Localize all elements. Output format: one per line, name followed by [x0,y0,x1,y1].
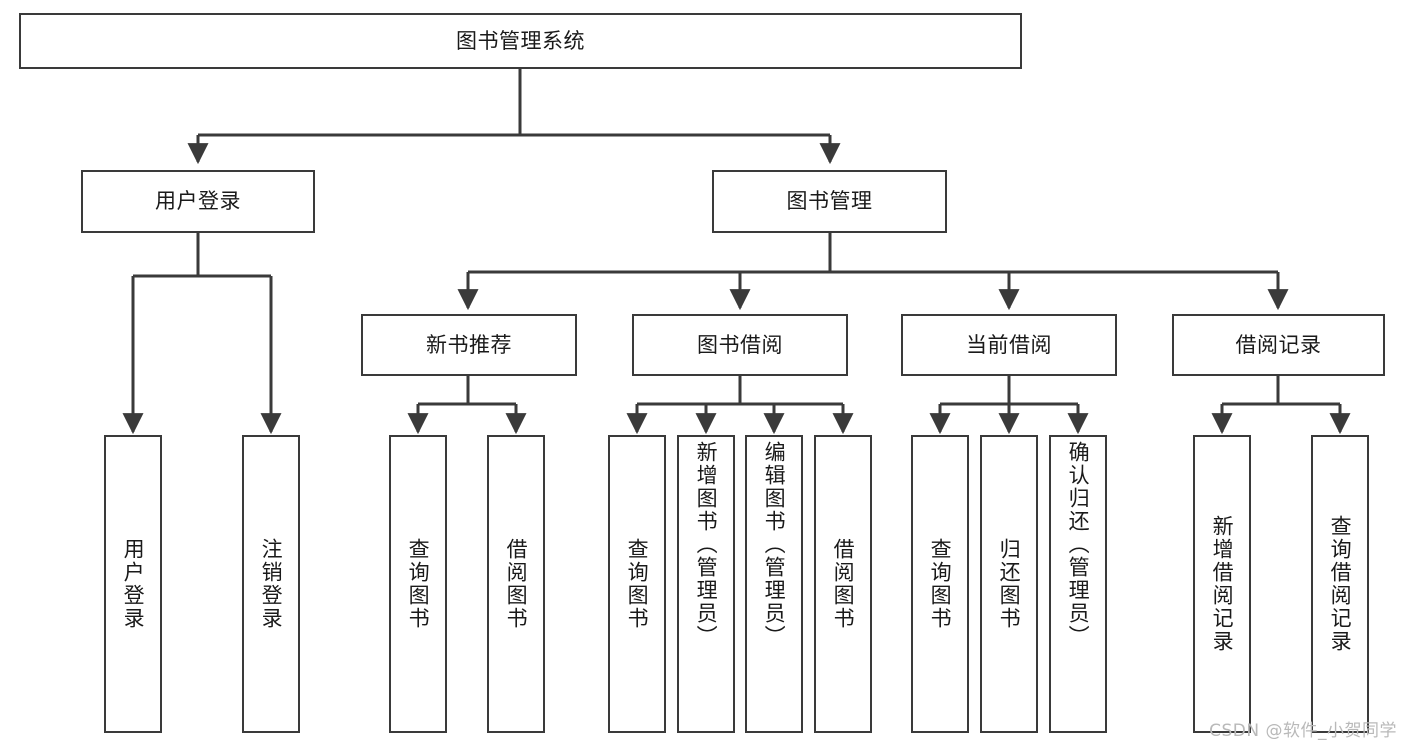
leaf-current-confirm-label: 确认归还（管理员） [1066,441,1091,648]
leaf-newbook-query-label: 查询图书 [406,538,431,630]
leaf-borrow-lend[interactable]: 借阅图书 [814,435,872,733]
node-root[interactable]: 图书管理系统 [19,13,1022,69]
leaf-records-add-label: 新增借阅记录 [1210,515,1235,653]
node-root-label: 图书管理系统 [456,28,585,53]
leaf-login-logout[interactable]: 注销登录 [242,435,300,733]
leaf-borrow-add[interactable]: 新增图书（管理员） [677,435,735,733]
watermark-text: CSDN @软件_小贺同学 [1209,721,1397,741]
leaf-borrow-edit[interactable]: 编辑图书（管理员） [745,435,803,733]
leaf-login-user-label: 用户登录 [121,538,146,630]
node-book-borrow[interactable]: 图书借阅 [632,314,848,376]
leaf-current-query-label: 查询图书 [928,538,953,630]
node-new-book-recommend[interactable]: 新书推荐 [361,314,577,376]
leaf-borrow-query-label: 查询图书 [625,538,650,630]
node-user-login[interactable]: 用户登录 [81,170,315,233]
leaf-newbook-query[interactable]: 查询图书 [389,435,447,733]
node-book-borrow-label: 图书借阅 [697,332,783,357]
node-new-book-recommend-label: 新书推荐 [426,332,512,357]
node-book-management[interactable]: 图书管理 [712,170,947,233]
leaf-records-add[interactable]: 新增借阅记录 [1193,435,1251,733]
leaf-login-logout-label: 注销登录 [259,538,284,630]
leaf-newbook-borrow[interactable]: 借阅图书 [487,435,545,733]
node-book-management-label: 图书管理 [786,189,873,214]
leaf-current-return[interactable]: 归还图书 [980,435,1038,733]
leaf-borrow-lend-label: 借阅图书 [831,538,856,630]
leaf-borrow-edit-label: 编辑图书（管理员） [762,441,787,648]
node-current-borrow-label: 当前借阅 [966,332,1052,357]
node-user-login-label: 用户登录 [155,189,241,214]
leaf-records-query-label: 查询借阅记录 [1328,515,1353,653]
leaf-login-user[interactable]: 用户登录 [104,435,162,733]
leaf-current-query[interactable]: 查询图书 [911,435,969,733]
node-borrow-records-label: 借阅记录 [1235,332,1322,357]
leaf-records-query[interactable]: 查询借阅记录 [1311,435,1369,733]
leaf-current-confirm[interactable]: 确认归还（管理员） [1049,435,1107,733]
node-current-borrow[interactable]: 当前借阅 [901,314,1117,376]
leaf-newbook-borrow-label: 借阅图书 [504,538,529,630]
node-borrow-records[interactable]: 借阅记录 [1172,314,1385,376]
leaf-borrow-add-label: 新增图书（管理员） [694,441,719,648]
leaf-borrow-query[interactable]: 查询图书 [608,435,666,733]
leaf-current-return-label: 归还图书 [997,538,1022,630]
